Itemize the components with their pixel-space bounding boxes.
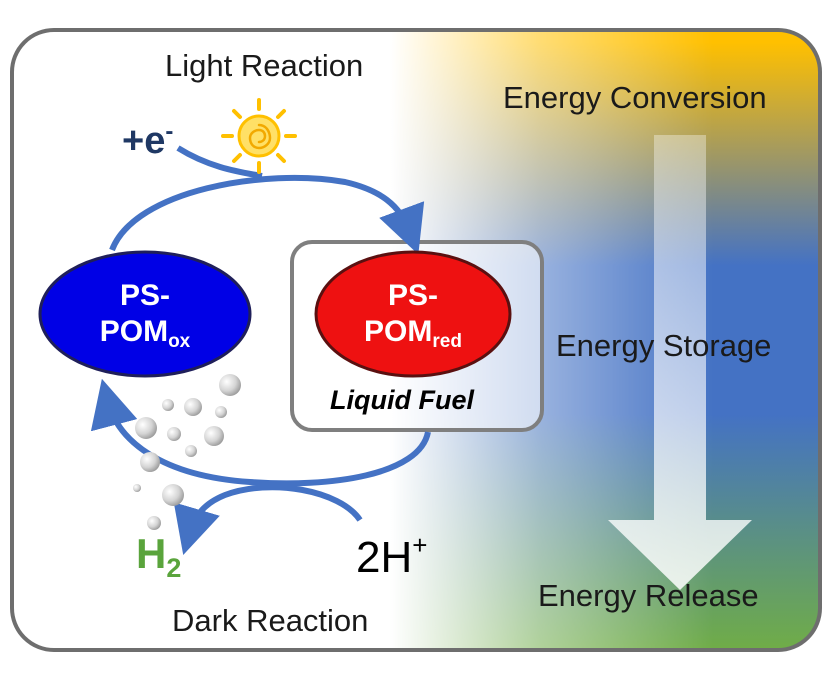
- bubble-icon: [184, 398, 202, 416]
- sun-icon: [221, 98, 297, 174]
- proton-label: 2H+: [356, 530, 428, 582]
- light-reaction-arrow: [109, 174, 425, 255]
- ps-pom-ox-oval: [38, 250, 252, 378]
- bubble-icon: [147, 516, 161, 530]
- ps-pom-red-label: PS- POMred: [364, 279, 462, 352]
- h2-bubbles: [133, 374, 241, 530]
- bubble-icon: [133, 484, 141, 492]
- ps-pom-red-oval: [314, 250, 512, 378]
- down-arrow-icon: [608, 135, 752, 590]
- bubble-icon: [204, 426, 224, 446]
- ps-pom-ox-label: PS- POMox: [99, 279, 191, 352]
- electron-label: +e-: [122, 118, 174, 162]
- electron-feed-arrow: [176, 145, 263, 179]
- energy-conversion-label: Energy Conversion: [503, 80, 767, 115]
- dark-reaction-label: Dark Reaction: [172, 603, 369, 638]
- bubble-icon: [135, 417, 157, 439]
- bubble-icon: [140, 452, 160, 472]
- bubble-icon: [185, 445, 197, 457]
- energy-storage-label: Energy Storage: [556, 328, 772, 363]
- bubble-icon: [167, 427, 181, 441]
- energy-release-label: Energy Release: [538, 578, 759, 613]
- bubble-icon: [219, 374, 241, 396]
- bubble-icon: [162, 399, 174, 411]
- h2-release-arrow: [173, 484, 363, 556]
- dark-reaction-arrow: [90, 378, 431, 487]
- light-reaction-label: Light Reaction: [165, 48, 364, 83]
- bubble-icon: [215, 406, 227, 418]
- outer-frame: [10, 28, 822, 652]
- liquid-fuel-label: Liquid Fuel: [330, 385, 474, 415]
- h2-label: H2: [136, 530, 182, 583]
- bubble-icon: [162, 484, 184, 506]
